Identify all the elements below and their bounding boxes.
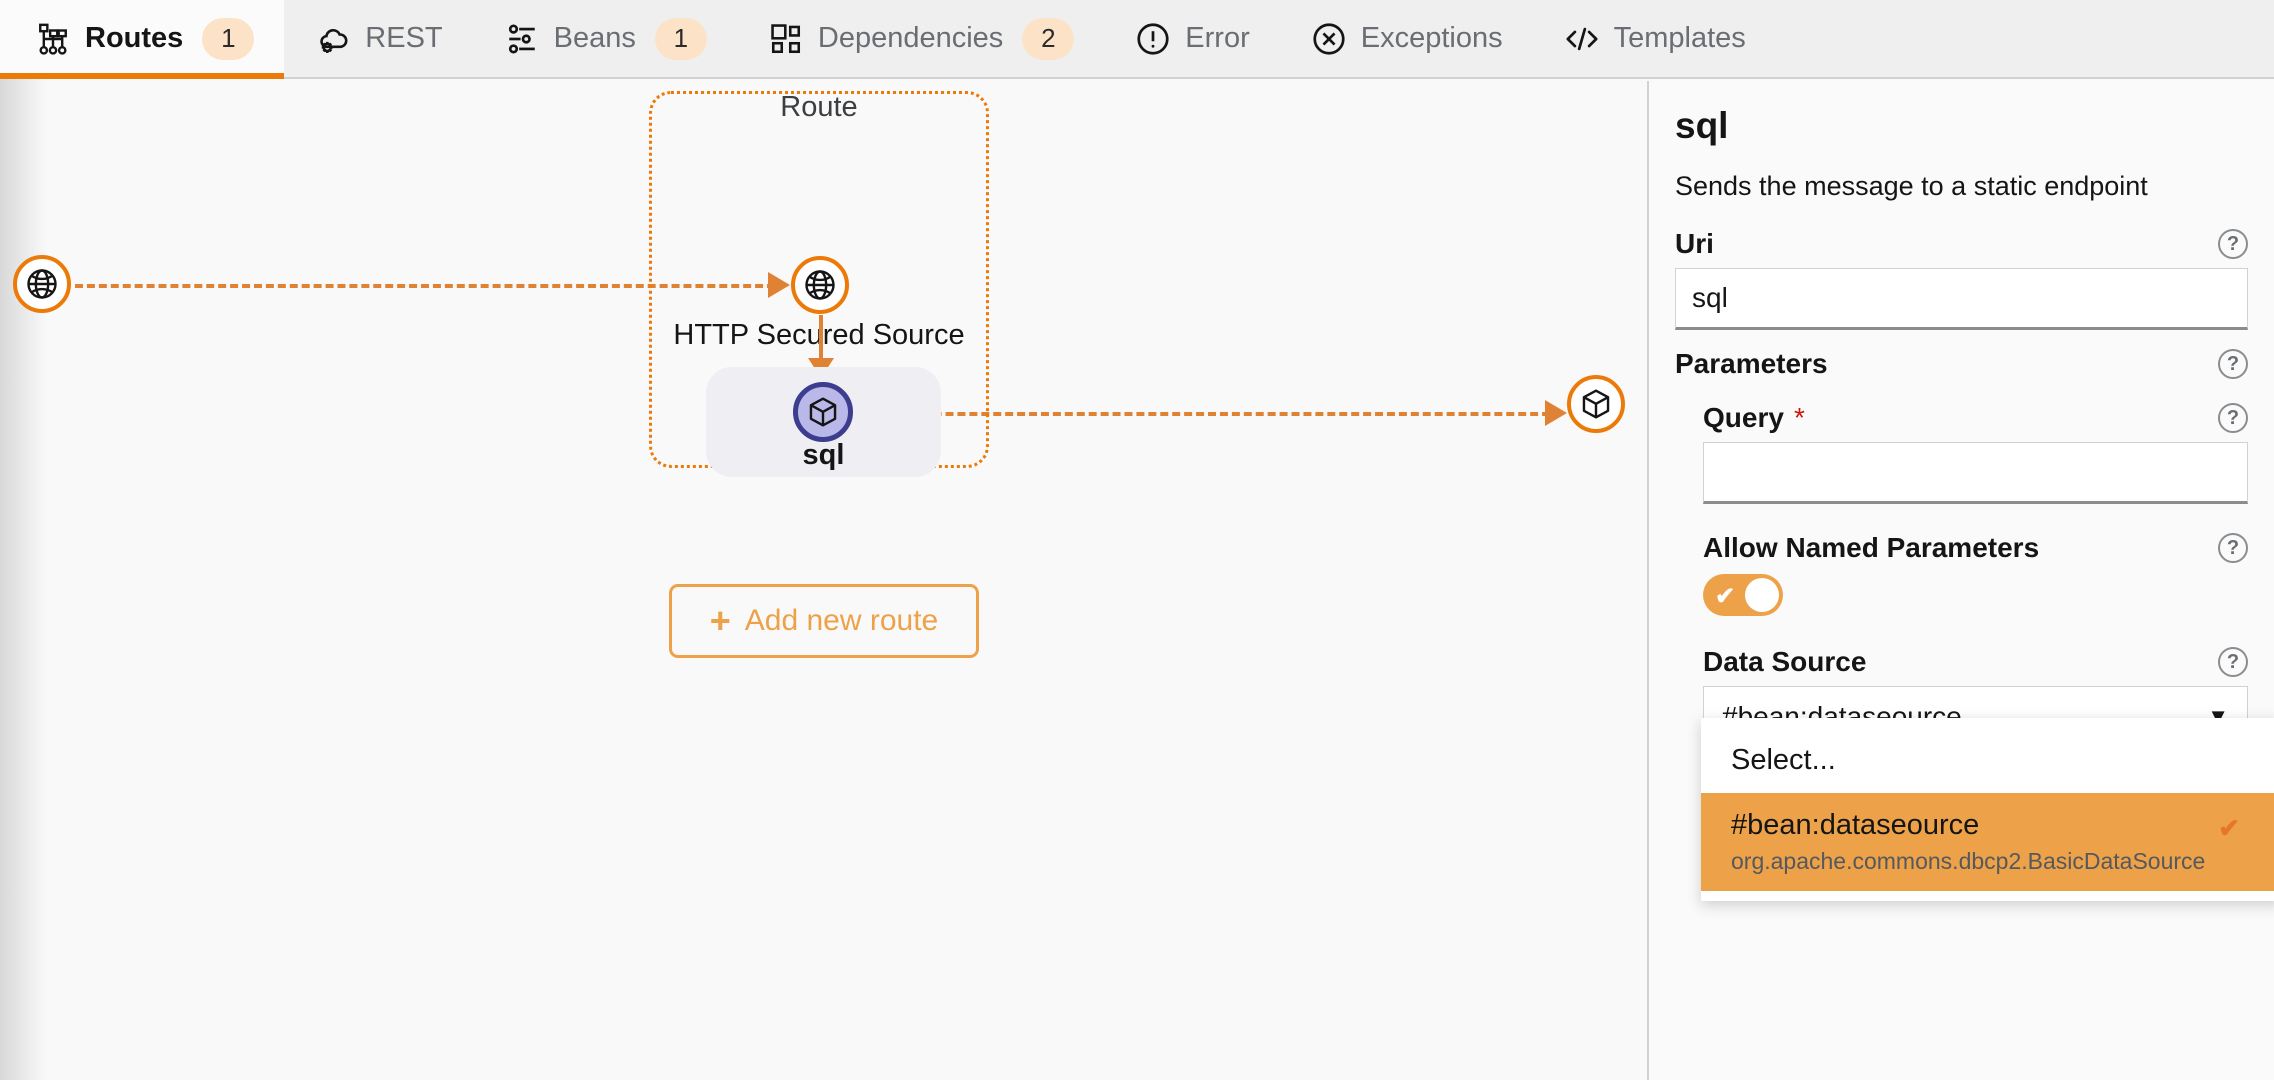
allow-named-parameters-toggle[interactable]: ✔ — [1703, 574, 1783, 616]
tab-badge-dependencies: 2 — [1022, 17, 1075, 60]
uri-label: Uri — [1675, 228, 1714, 259]
tab-exceptions[interactable]: Exceptions — [1280, 0, 1533, 77]
exclamation-circle-icon — [1134, 20, 1172, 58]
tab-badge-beans: 1 — [654, 17, 707, 60]
query-field-header: Query * ? — [1703, 402, 2248, 434]
tab-dependencies[interactable]: Dependencies 2 — [737, 0, 1104, 77]
tab-label-rest: REST — [365, 22, 443, 54]
dropdown-option-placeholder[interactable]: Select... — [1701, 728, 2274, 793]
help-icon[interactable]: ? — [2218, 647, 2248, 677]
toggle-knob — [1745, 578, 1779, 612]
data-source-label: Data Source — [1703, 646, 1867, 677]
query-label: Query — [1703, 402, 1784, 433]
tab-label-error: Error — [1185, 22, 1250, 54]
route-canvas[interactable]: Route HTTP Secured Source sql — [0, 79, 1647, 1080]
code-icon — [1563, 20, 1601, 58]
tab-label-routes: Routes — [85, 22, 184, 54]
parameters-section-header: Parameters ? — [1675, 348, 2248, 380]
add-new-route-label: Add new route — [744, 604, 939, 637]
dropdown-option-sublabel: org.apache.commons.dbcp2.BasicDataSource — [1731, 848, 2206, 874]
times-circle-icon — [1310, 20, 1348, 58]
globe-icon — [24, 266, 60, 302]
tab-templates[interactable]: Templates — [1533, 0, 1776, 77]
sql-node[interactable] — [793, 382, 853, 442]
uri-field-header: Uri ? — [1675, 228, 2248, 260]
dropdown-option-label: #bean:dataseource — [1731, 809, 1980, 841]
cube-icon — [806, 395, 840, 429]
check-icon: ✔ — [1715, 583, 1736, 610]
required-marker: * — [1793, 402, 1805, 433]
properties-panel: sql Sends the message to a static endpoi… — [1647, 81, 2274, 1080]
add-new-route-button[interactable]: + Add new route — [669, 584, 979, 658]
check-icon: ✔ — [2218, 813, 2240, 843]
connector-arrow-into-route — [768, 272, 790, 298]
route-group-label: Route — [780, 91, 858, 123]
tab-label-templates: Templates — [1613, 22, 1746, 54]
help-icon[interactable]: ? — [2218, 349, 2248, 379]
tab-badge-routes: 1 — [202, 17, 255, 60]
tab-beans[interactable]: Beans 1 — [473, 0, 737, 77]
blocks-icon — [767, 20, 805, 58]
target-endpoint-node[interactable] — [1567, 375, 1625, 433]
cube-icon — [1579, 387, 1613, 421]
panel-description: Sends the message to a static endpoint — [1675, 171, 2148, 201]
tab-rest[interactable]: REST — [284, 0, 472, 77]
cloud-gear-icon — [314, 20, 352, 58]
routes-tree-icon — [34, 20, 72, 58]
plus-icon: + — [709, 600, 731, 641]
globe-icon — [802, 267, 838, 303]
tab-error[interactable]: Error — [1104, 0, 1279, 77]
connector-source-to-route — [75, 284, 775, 288]
tab-label-beans: Beans — [553, 22, 636, 54]
sliders-icon — [503, 20, 541, 58]
connector-source-to-sql — [819, 315, 823, 363]
panel-title: sql — [1675, 105, 1729, 146]
dropdown-option-bean-dataseource[interactable]: #bean:dataseource ✔ org.apache.commons.d… — [1701, 793, 2274, 891]
tab-routes[interactable]: Routes 1 — [0, 0, 285, 79]
tab-label-exceptions: Exceptions — [1360, 22, 1503, 54]
allow-named-parameters-header: Allow Named Parameters ? — [1703, 532, 2248, 564]
connector-sql-to-target — [862, 412, 1562, 416]
query-input[interactable] — [1703, 442, 2248, 504]
help-icon[interactable]: ? — [2218, 229, 2248, 259]
help-icon[interactable]: ? — [2218, 533, 2248, 563]
allow-named-parameters-label: Allow Named Parameters — [1703, 532, 2040, 563]
connector-arrow-into-target — [1545, 400, 1567, 426]
data-source-dropdown-menu[interactable]: Select... #bean:dataseource ✔ org.apache… — [1701, 718, 2274, 901]
http-secured-source-node[interactable] — [791, 256, 849, 314]
query-label-wrap: Query * — [1703, 402, 1805, 434]
external-source-node[interactable] — [13, 255, 71, 313]
tab-label-dependencies: Dependencies — [817, 22, 1004, 54]
sql-node-label: sql — [802, 439, 845, 471]
dropdown-option-label: Select... — [1731, 744, 1836, 776]
main-tabbar: Routes 1 REST Beans 1 — [0, 0, 2274, 79]
uri-input[interactable] — [1675, 268, 2248, 330]
help-icon[interactable]: ? — [2218, 403, 2248, 433]
canvas-left-shadow — [0, 79, 46, 1080]
parameters-label: Parameters — [1675, 348, 1828, 379]
data-source-header: Data Source ? — [1703, 646, 2248, 678]
